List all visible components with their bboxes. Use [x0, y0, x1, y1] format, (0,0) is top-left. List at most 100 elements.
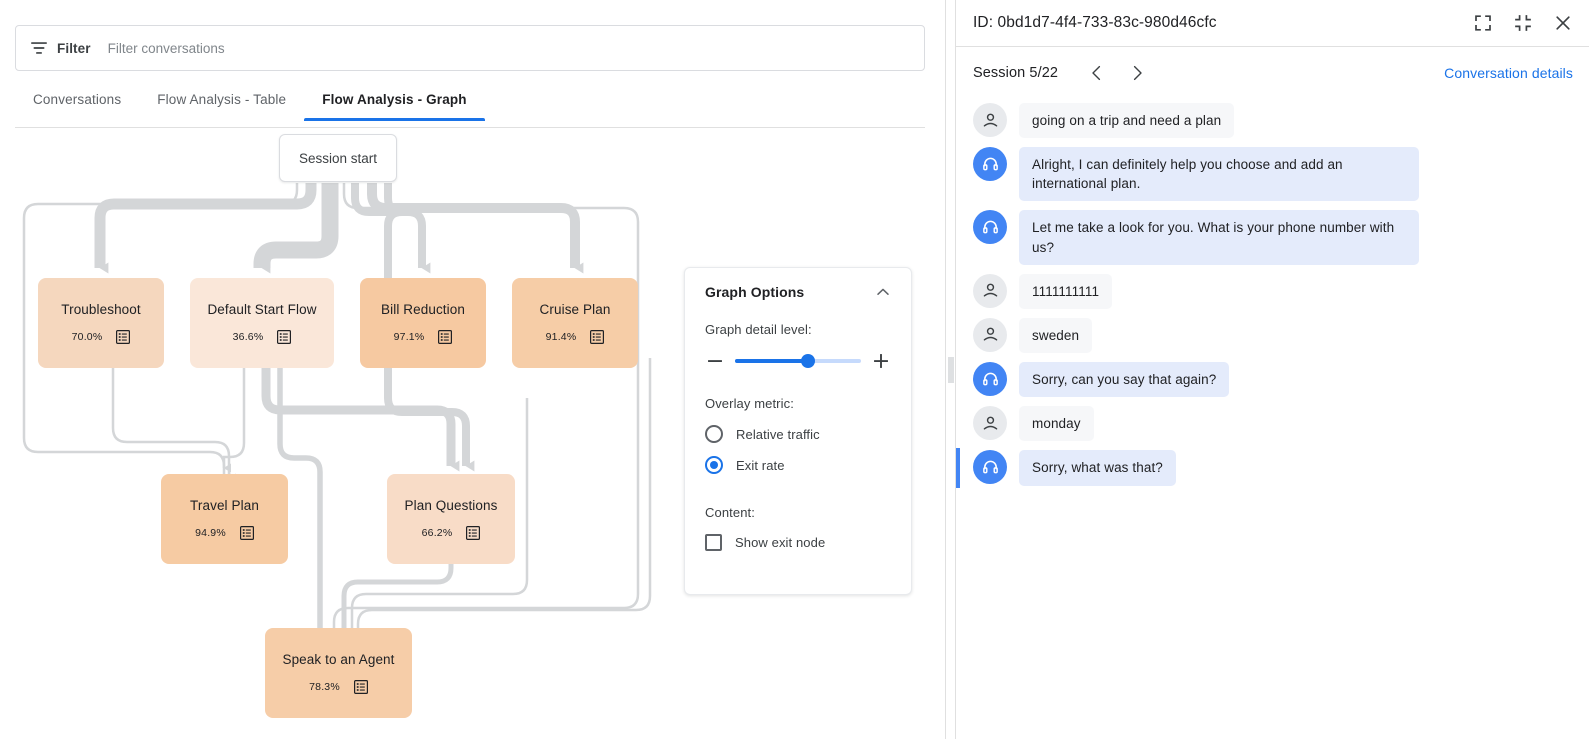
node-exit-rate: 36.6%	[232, 331, 264, 344]
node-metrics: 36.6%	[232, 330, 292, 345]
filter-label: Filter	[57, 40, 91, 56]
close-icon[interactable]	[1553, 13, 1573, 33]
detail-panel-header-actions	[1473, 13, 1573, 33]
detail-level-slider[interactable]	[735, 354, 861, 368]
list-detail-icon[interactable]	[353, 680, 368, 695]
graph-node-travel-plan[interactable]: Travel Plan 94.9%	[161, 474, 288, 564]
node-exit-rate: 78.3%	[309, 681, 340, 694]
flow-graph-edges	[22, 183, 652, 644]
node-title: Plan Questions	[404, 497, 498, 513]
content-label: Content:	[705, 505, 755, 520]
message-bubble: Sorry, what was that?	[1019, 450, 1176, 486]
session-navigation-bar: Session 5/22 Conversation details	[956, 47, 1589, 99]
agent-avatar	[973, 210, 1007, 245]
message-row: monday	[973, 406, 1573, 442]
agent-avatar	[973, 147, 1007, 182]
collapse-icon[interactable]	[1513, 13, 1533, 33]
tab-flow-analysis-graph[interactable]: Flow Analysis - Graph	[304, 88, 486, 121]
list-detail-icon[interactable]	[438, 330, 453, 345]
list-detail-icon[interactable]	[239, 526, 254, 541]
user-avatar	[973, 406, 1007, 441]
radio-icon-selected[interactable]	[705, 456, 723, 474]
radio-label: Exit rate	[736, 457, 785, 473]
resize-grip-icon[interactable]	[948, 356, 953, 383]
filter-icon	[30, 39, 48, 57]
flow-graph-canvas[interactable]: Session start Troubleshoot 70.0%	[0, 128, 945, 739]
plus-icon[interactable]	[871, 351, 891, 371]
overlay-metric-label: Overlay metric:	[705, 396, 794, 411]
node-title: Speak to an Agent	[282, 651, 395, 667]
message-bubble: Sorry, can you say that again?	[1019, 362, 1230, 398]
node-exit-rate: 91.4%	[545, 331, 577, 344]
graph-node-plan-questions[interactable]: Plan Questions 66.2%	[387, 474, 515, 564]
list-detail-icon[interactable]	[590, 330, 605, 345]
session-nav-arrows	[1088, 64, 1146, 82]
message-bubble: sweden	[1019, 317, 1093, 354]
filter-bar[interactable]: Filter Filter conversations	[15, 25, 925, 71]
radio-relative-traffic[interactable]: Relative traffic	[705, 425, 891, 443]
radio-label: Relative traffic	[736, 426, 820, 442]
message-row: sweden	[973, 317, 1573, 354]
graph-options-header[interactable]: Graph Options	[705, 284, 891, 300]
message-row-highlighted: Sorry, what was that?	[956, 448, 1573, 489]
tab-conversations[interactable]: Conversations	[33, 92, 122, 107]
session-counter: Session 5/22	[973, 65, 1059, 81]
node-title: Bill Reduction	[381, 301, 465, 317]
chevron-left-icon[interactable]	[1088, 64, 1106, 82]
node-exit-rate: 66.2%	[421, 527, 453, 540]
graph-options-title: Graph Options	[705, 284, 805, 300]
list-detail-icon[interactable]	[277, 330, 292, 345]
node-metrics: 66.2%	[421, 526, 481, 541]
user-avatar	[973, 273, 1007, 308]
node-title: Travel Plan	[190, 497, 259, 513]
tab-bar-divider	[15, 127, 925, 128]
left-pane: Filter Filter conversations Conversation…	[0, 25, 945, 739]
list-detail-icon[interactable]	[116, 330, 131, 345]
node-exit-rate: 97.1%	[393, 331, 425, 344]
filter-input[interactable]: Filter conversations	[107, 40, 225, 56]
message-bubble: Let me take a look for you. What is your…	[1019, 210, 1419, 265]
message-bubble: going on a trip and need a plan	[1019, 103, 1235, 139]
fullscreen-icon[interactable]	[1473, 13, 1493, 33]
tab-bar: Conversations Flow Analysis - Table Flow…	[15, 88, 925, 128]
conversation-id: ID: 0bd1d7-4f4-733-83c-980d46cfc	[973, 14, 1217, 31]
user-avatar	[973, 317, 1007, 352]
node-title: Cruise Plan	[539, 301, 611, 317]
chevron-up-icon[interactable]	[875, 284, 891, 300]
graph-node-bill-reduction[interactable]: Bill Reduction 97.1%	[360, 278, 486, 368]
node-metrics: 70.0%	[71, 330, 131, 345]
user-avatar	[973, 103, 1007, 137]
checkbox-icon[interactable]	[705, 534, 722, 551]
checkbox-show-exit-node[interactable]: Show exit node	[705, 534, 891, 551]
graph-node-speak-to-an-agent[interactable]: Speak to an Agent 78.3%	[265, 628, 412, 718]
minus-icon[interactable]	[705, 351, 725, 371]
radio-exit-rate[interactable]: Exit rate	[705, 456, 891, 474]
message-bubble: 1111111111	[1019, 273, 1113, 309]
message-row: Sorry, can you say that again?	[973, 362, 1573, 398]
tab-flow-analysis-table[interactable]: Flow Analysis - Table	[157, 92, 287, 107]
slider-thumb[interactable]	[801, 354, 816, 368]
node-metrics: 94.9%	[195, 526, 254, 541]
chevron-right-icon[interactable]	[1128, 64, 1146, 82]
graph-node-session-start[interactable]: Session start	[279, 134, 397, 182]
message-row: going on a trip and need a plan	[973, 103, 1573, 139]
message-bubble: monday	[1019, 406, 1094, 442]
agent-avatar	[973, 450, 1007, 485]
conversation-details-link[interactable]: Conversation details	[1444, 65, 1573, 81]
detail-panel-header: ID: 0bd1d7-4f4-733-83c-980d46cfc	[956, 0, 1589, 47]
node-exit-rate: 70.0%	[71, 331, 103, 344]
panel-resize-handle[interactable]	[945, 0, 956, 739]
message-list[interactable]: going on a trip and need a plan Alright,…	[956, 99, 1589, 739]
list-detail-icon[interactable]	[466, 526, 481, 541]
selected-message-indicator	[956, 448, 960, 489]
radio-icon[interactable]	[705, 425, 723, 443]
graph-node-troubleshoot[interactable]: Troubleshoot 70.0%	[38, 278, 164, 368]
message-row: Let me take a look for you. What is your…	[973, 210, 1573, 265]
graph-node-default-start-flow[interactable]: Default Start Flow 36.6%	[190, 278, 334, 368]
node-metrics: 97.1%	[393, 330, 453, 345]
message-row: Alright, I can definitely help you choos…	[973, 147, 1573, 202]
graph-node-cruise-plan[interactable]: Cruise Plan 91.4%	[512, 278, 638, 368]
slider-fill	[735, 359, 809, 363]
session-start-label: Session start	[298, 150, 378, 166]
